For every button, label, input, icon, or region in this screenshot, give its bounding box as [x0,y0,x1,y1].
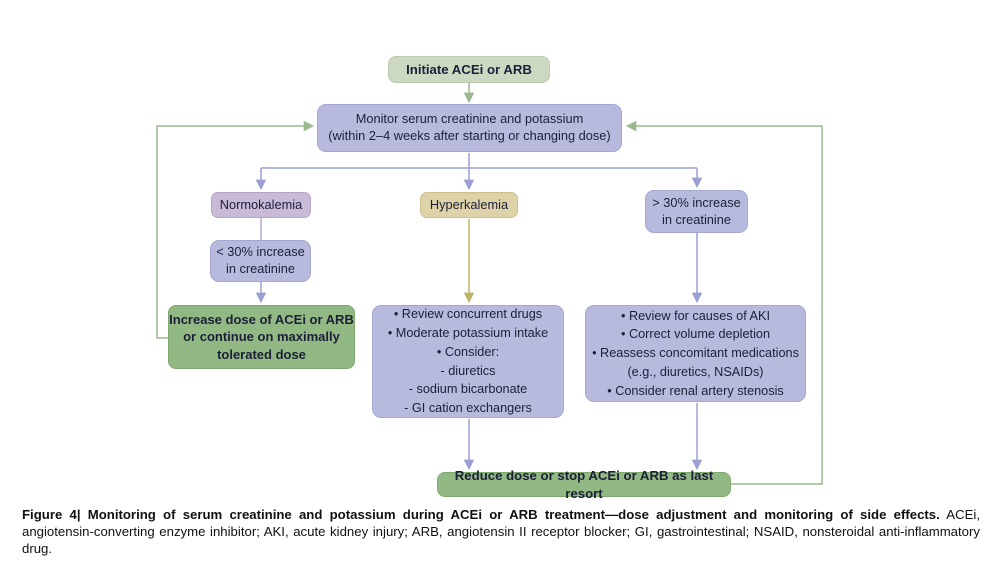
node-reduce-dose: Reduce dose or stop ACEi or ARB as last … [437,468,731,501]
hyperkalemia-action-subitem: - diuretics [440,363,496,378]
node-monitor: Monitor serum creatinine and potassium (… [317,104,622,152]
hyperkalemia-action-subitem: - sodium bicarbonate [408,382,528,397]
hyperkalemia-action-subitem: - GI cation exchangers [404,400,532,415]
node-normokalemia-label: Normokalemia [219,196,303,212]
node-increase-dose-line2: or continue on maximally [183,329,340,345]
node-increase-dose-line1: Increase dose of ACEi or ARB [169,312,354,328]
node-reduce-dose-label: Reduce dose or stop ACEi or ARB as last … [454,468,714,501]
hyperkalemia-action-item: • Moderate potassium intake [387,326,549,341]
node-lt30-line1: < 30% increase [216,244,305,260]
node-hyperkalemia: Hyperkalemia [420,192,518,218]
aki-action-item: • Reassess concomitant medications [592,346,799,361]
node-lt30-line2: in creatinine [225,261,295,276]
hyperkalemia-action-item: • Consider: [436,344,500,359]
hyperkalemia-action-item: • Review concurrent drugs [393,307,543,322]
node-hyperkalemia-actions: • Review concurrent drugs • Moderate pot… [372,305,564,418]
node-increase-dose: Increase dose of ACEi or ARB or continue… [168,305,355,369]
node-gt30-line2: in creatinine [661,211,731,227]
node-initiate-label: Initiate ACEi or ARB [406,61,532,77]
node-monitor-line1: Monitor serum creatinine and potassium [355,111,584,127]
aki-action-item: • Correct volume depletion [620,327,770,342]
node-gt30-line1: > 30% increase [652,194,741,210]
figure-caption-text: ACEi, angiotensin-converting enzyme inhi… [22,507,980,557]
node-aki-actions: • Review for causes of AKI • Correct vol… [585,305,806,402]
aki-action-subitem: (e.g., diuretics, NSAIDs) [627,364,764,379]
node-monitor-line2: (within 2–4 weeks after starting or chan… [328,128,611,143]
node-hyperkalemia-label: Hyperkalemia [429,196,509,212]
node-increase-dose-line3: tolerated dose [217,346,306,362]
figure-caption-bold: Figure 4| Monitoring of serum creatinine… [22,507,940,522]
node-normokalemia: Normokalemia [211,192,311,218]
aki-action-item: • Consider renal artery stenosis [607,383,784,398]
node-lt30-creatinine: < 30% increase in creatinine [210,240,311,282]
aki-action-item: • Review for causes of AKI [620,308,770,323]
figure-caption: Figure 4| Monitoring of serum creatinine… [22,506,980,557]
node-initiate: Initiate ACEi or ARB [388,56,550,83]
node-gt30-creatinine: > 30% increase in creatinine [645,190,748,233]
